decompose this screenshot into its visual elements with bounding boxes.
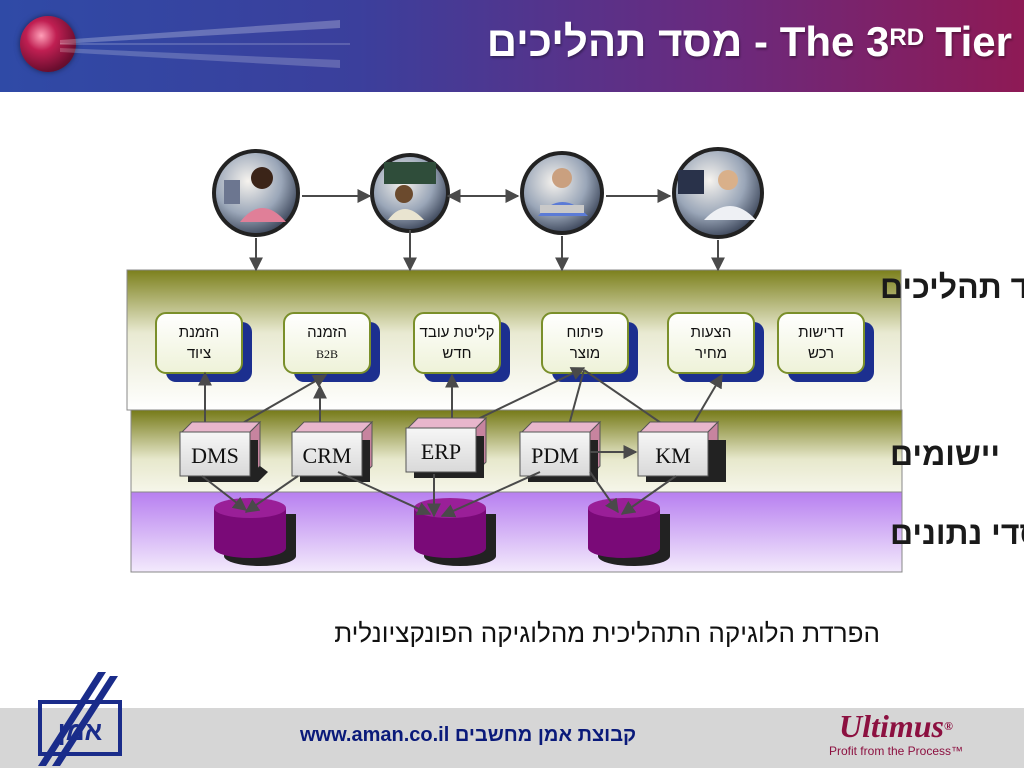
footer-url-line: www.aman.co.il קבוצת אמן מחשבים: [300, 724, 720, 747]
process-label-line1: דרישות: [798, 324, 843, 341]
process-box: הזמנה B2B: [283, 312, 380, 382]
process-label-line2: רכש: [808, 345, 834, 362]
application-block: CRM: [291, 420, 374, 482]
database-icon: [214, 498, 296, 566]
person-icon: [672, 147, 764, 239]
connector: [440, 471, 541, 518]
application-block: KM: [637, 420, 726, 482]
brand-tagline: Profit from the Process™: [828, 744, 964, 758]
connector: [620, 475, 677, 515]
process-label-line1: הזמנת: [179, 324, 220, 341]
application-label: KM: [655, 443, 690, 468]
process-label-line1: קליטת עובד: [420, 324, 495, 341]
brand-registered-mark: ®: [943, 719, 953, 733]
caption: הפרדת הלוגיקה התהליכית מהלוגיקה הפונקציו…: [334, 618, 880, 648]
connector: [201, 475, 248, 511]
application-label: ERP: [421, 439, 461, 464]
process-layer-band: [126, 269, 902, 411]
application-block: DMS: [179, 420, 268, 482]
process-label-line2: מוצר: [570, 345, 600, 362]
title-hebrew: מסד תהליכים -: [486, 18, 769, 65]
architecture-diagram: מסד תהליכים יישומים מסדי נתונים: [126, 147, 1024, 573]
company-name: קבוצת אמן מחשבים: [454, 724, 637, 746]
database-icon: [414, 498, 496, 566]
globe-icon: [20, 16, 76, 72]
process-label-line1: פיתוח: [567, 324, 604, 341]
ultimus-logo: Ultimus® Profit from the Process™: [796, 708, 996, 758]
person-icon: [212, 149, 300, 237]
footer-bar: [0, 708, 1024, 768]
process-label-line2: B2B: [316, 347, 338, 361]
title-english-end: Tier: [924, 18, 1012, 65]
process-box: הזמנת ציוד: [155, 312, 252, 382]
title-superscript: RD: [889, 24, 925, 51]
light-rays-icon: [60, 20, 350, 68]
process-box: פיתוח מוצר: [541, 312, 638, 382]
layer-label-applications: יישומים: [890, 436, 1000, 472]
brand-name: Ultimus: [839, 708, 944, 744]
aman-logo-icon: אמן: [38, 672, 122, 766]
company-url-link[interactable]: www.aman.co.il: [300, 724, 450, 746]
process-label-line2: ציוד: [187, 345, 211, 362]
connector: [589, 471, 619, 514]
process-label-line2: חדש: [442, 345, 471, 362]
process-box: קליטת עובד חדש: [413, 312, 510, 382]
application-label: PDM: [531, 443, 579, 468]
application-block: PDM: [519, 420, 602, 482]
process-box: דרישות רכש: [777, 312, 874, 382]
header-banner: מסד תהליכים - The 3RD Tier: [0, 0, 1024, 92]
layer-label-databases: מסדי נתונים: [890, 515, 1024, 551]
process-label-line1: הזמנה: [307, 324, 347, 341]
person-icon: [520, 151, 604, 235]
title-english: The 3: [779, 18, 890, 65]
process-label-line2: מחיר: [695, 345, 727, 362]
page-title: מסד תהליכים - The 3RD Tier: [477, 14, 1012, 70]
connector: [244, 475, 299, 513]
application-label: CRM: [303, 443, 352, 468]
application-label: DMS: [191, 443, 239, 468]
svg-text:אמן: אמן: [58, 716, 103, 746]
layer-label-processes: מסד תהליכים: [880, 269, 1024, 305]
process-box: הצעות מחיר: [667, 312, 764, 382]
person-icon: [370, 153, 450, 233]
connector: [337, 471, 432, 516]
process-label-line1: הצעות: [691, 324, 732, 341]
application-block: ERP: [405, 416, 488, 478]
